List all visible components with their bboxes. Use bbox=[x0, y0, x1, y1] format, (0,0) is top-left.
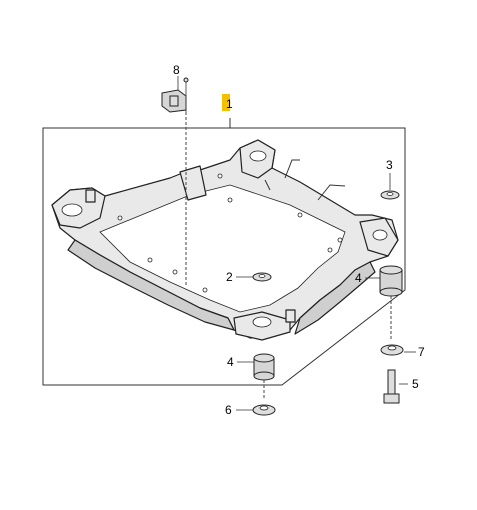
part-5-bolt bbox=[383, 369, 400, 404]
subframe-crossmember bbox=[51, 139, 399, 341]
callout-1-highlight bbox=[222, 94, 230, 111]
callout-5-label: 5 bbox=[412, 377, 419, 391]
part-2-washer bbox=[252, 272, 272, 282]
callout-3-label: 3 bbox=[386, 158, 393, 172]
part-4-bushing-right bbox=[379, 265, 403, 297]
part-4-bushing-front bbox=[253, 353, 275, 381]
part-6-washer bbox=[252, 404, 276, 416]
callout-4-front-label: 4 bbox=[227, 355, 234, 369]
callout-4-right-label: 4 bbox=[355, 271, 362, 285]
part-8-bracket bbox=[161, 77, 189, 113]
assembly-bracket bbox=[42, 118, 406, 386]
callout-1-label: 1 bbox=[226, 97, 233, 111]
callout-2-label: 2 bbox=[226, 270, 233, 284]
part-7-washer bbox=[380, 344, 404, 356]
callout-8-label: 8 bbox=[173, 63, 180, 77]
callout-7-label: 7 bbox=[418, 345, 425, 359]
callout-6-label: 6 bbox=[225, 403, 232, 417]
part-3-washer bbox=[380, 190, 400, 200]
